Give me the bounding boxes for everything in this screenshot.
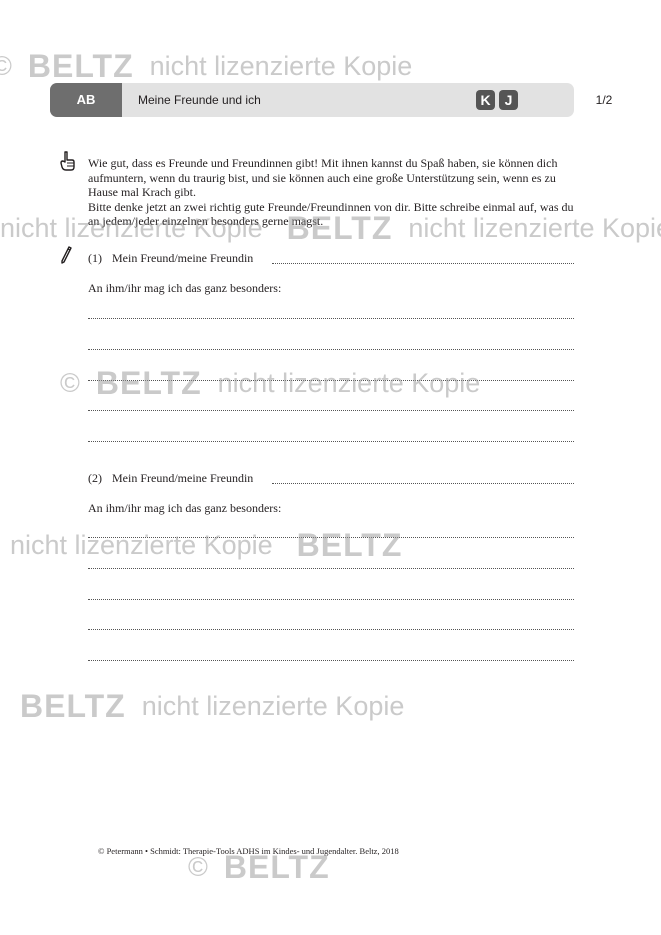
intro-paragraph-2: Bitte denke jetzt an zwei richtig gute F… [88, 199, 574, 229]
section-2-answer-line-2[interactable] [88, 568, 574, 569]
pencil-icon [61, 246, 72, 264]
watermark-text: nicht lizenzierte Kopie [149, 51, 413, 81]
watermark-row-4: nicht lizenzierte Kopie BELTZ [10, 527, 418, 564]
section-2-answer-line-1[interactable] [88, 537, 574, 538]
watermark-row-3: © BELTZ nicht lizenzierte Kopie [60, 365, 480, 402]
watermark-text: nicht lizenzierte Kopie [217, 368, 481, 398]
section-1-answer-line-4[interactable] [88, 410, 574, 411]
watermark-symbol: © [188, 852, 208, 882]
section-2-answer-line-5[interactable] [88, 660, 574, 661]
friend-1-name-line[interactable] [272, 263, 574, 264]
watermark-symbol: © [0, 51, 12, 81]
watermark-logo: BELTZ [20, 688, 126, 724]
section-2-number: (2) [88, 471, 102, 485]
header-separator [577, 83, 579, 117]
section-1-number: (1) [88, 251, 102, 265]
section-2-answer-line-3[interactable] [88, 599, 574, 600]
friend-2-name-line[interactable] [272, 483, 574, 484]
section-1-answer-line-3[interactable] [88, 380, 574, 381]
page-number: 1/2 [595, 93, 613, 107]
watermark-row-1: © BELTZ nicht lizenzierte Kopie [0, 48, 412, 85]
badge-k: K [476, 90, 495, 110]
watermark-text: nicht lizenzierte Kopie [141, 691, 405, 721]
watermark-row-5: BELTZ nicht lizenzierte Kopie [20, 688, 404, 725]
section-1-title: Mein Freund/meine Freundin [112, 251, 254, 265]
pointing-hand-icon [60, 151, 75, 171]
section-2-label: (2) Mein Freund/meine Freundin [88, 471, 253, 486]
footer-copyright: © Petermann • Schmidt: Therapie-Tools AD… [98, 846, 399, 856]
section-2-sub: An ihm/ihr mag ich das ganz besonders: [88, 501, 282, 515]
section-1-answer-line-5[interactable] [88, 441, 574, 442]
watermark-symbol: © [60, 368, 80, 398]
section-2-answer-line-4[interactable] [88, 629, 574, 630]
page-title: Meine Freunde und ich [138, 93, 261, 107]
watermark-logo: BELTZ [27, 48, 134, 84]
section-1-label: (1) Mein Freund/meine Freundin [88, 251, 253, 266]
watermark-text: nicht lizenzierte Kopie [10, 530, 273, 560]
section-1-sub: An ihm/ihr mag ich das ganz besonders: [88, 281, 282, 295]
section-2-title: Mein Freund/meine Freundin [112, 471, 254, 485]
intro-paragraph-1: Wie gut, dass es Freunde und Freundinnen… [88, 156, 558, 199]
header-bar: AB Meine Freunde und ich K J 1/2 [50, 83, 612, 117]
watermark-logo: BELTZ [95, 365, 202, 401]
intro-text: Wie gut, dass es Freunde und Freundinnen… [88, 156, 574, 229]
badge-j: J [499, 90, 518, 110]
worksheet-tag: AB [50, 83, 122, 117]
section-1-answer-line-2[interactable] [88, 349, 574, 350]
watermark-logo: BELTZ [296, 527, 403, 563]
section-1-answer-line-1[interactable] [88, 318, 574, 319]
